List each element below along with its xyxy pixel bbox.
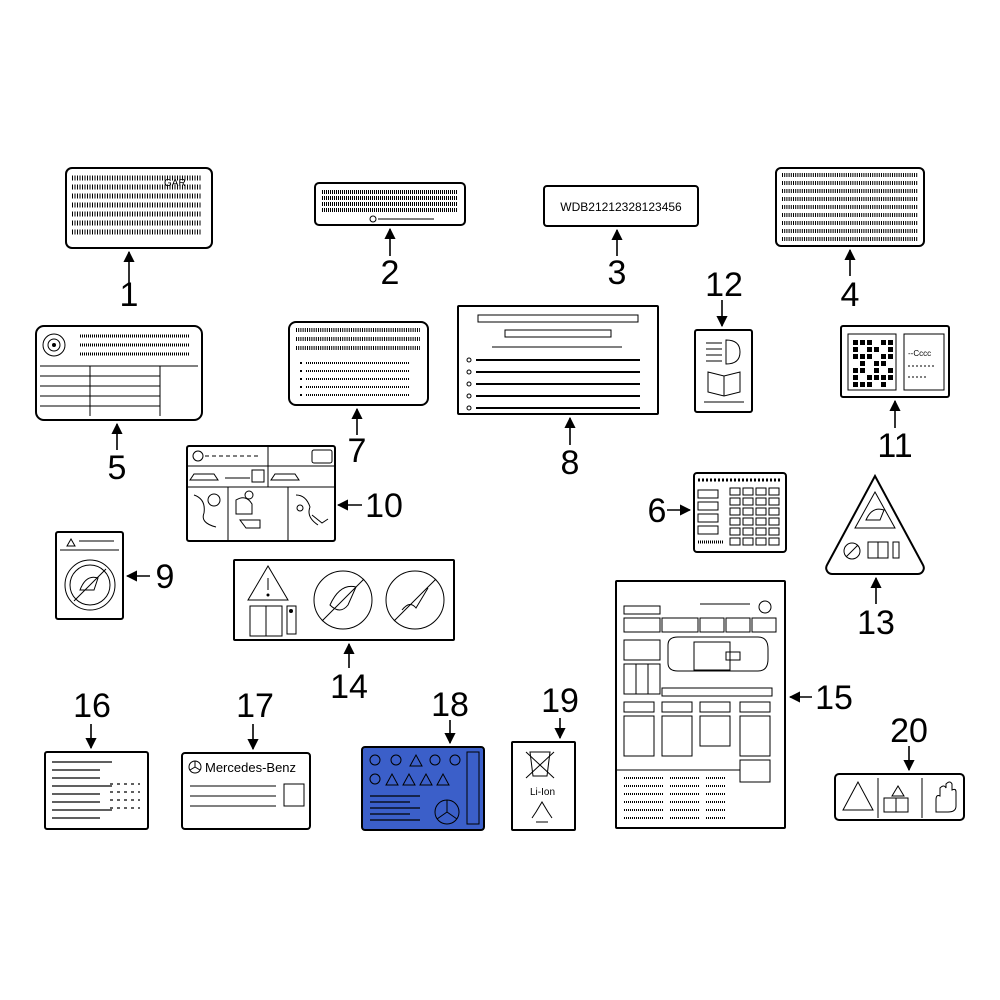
label-13-warning-triangle[interactable] [825, 473, 925, 575]
callout-4: 4 [841, 276, 860, 314]
label-20-warning-read-manual[interactable] [834, 773, 965, 821]
callout-15: 15 [815, 679, 853, 717]
label-10-child-seat[interactable] [186, 445, 336, 542]
callout-2: 2 [381, 254, 400, 292]
label-19-text: Li-Ion [530, 787, 555, 798]
label-1-tire-info[interactable]: GAR [65, 167, 213, 249]
callout-17: 17 [236, 687, 274, 725]
callout-12: 12 [705, 266, 743, 304]
label-15-fuse-chart[interactable] [615, 580, 786, 829]
label-16-info[interactable] [44, 751, 149, 830]
label-18-battery-warning[interactable] [361, 746, 485, 831]
label-3-vin-plate[interactable]: WDB21212328123456 [543, 185, 699, 227]
callout-14: 14 [330, 668, 368, 706]
label-14-child-seat-warning[interactable] [233, 559, 455, 641]
callout-16: 16 [73, 687, 111, 725]
callout-5: 5 [108, 449, 127, 487]
callout-9: 9 [156, 558, 175, 596]
label-11-qr-code[interactable]: --Cccc [840, 325, 950, 398]
callout-3: 3 [608, 254, 627, 292]
label-7-fluid-info[interactable] [288, 321, 429, 406]
label-19-li-ion-recycle[interactable]: Li-Ion [511, 741, 576, 831]
callout-7: 7 [348, 432, 367, 470]
callout-13: 13 [857, 604, 895, 642]
label-2-emission-info[interactable] [314, 182, 466, 226]
callout-6: 6 [648, 492, 667, 530]
callout-11: 11 [877, 427, 912, 465]
label-6-tire-chart[interactable] [693, 472, 787, 553]
label-2-circle [369, 215, 377, 223]
label-11-code: --Cccc [908, 349, 931, 358]
vin-number: WDB21212328123456 [560, 200, 682, 214]
label-1-code: GAR [164, 178, 186, 189]
callout-18: 18 [431, 686, 469, 724]
label-9-airbag-warning[interactable] [55, 531, 124, 620]
label-4-certification[interactable] [775, 167, 925, 247]
label-12-headlamp[interactable] [694, 329, 753, 413]
brand-name: Mercedes-Benz [205, 760, 296, 775]
callout-8: 8 [561, 444, 580, 482]
label-8-maintenance[interactable] [457, 305, 659, 415]
callout-1: 1 [120, 276, 139, 314]
label-5-tire-pressure[interactable] [35, 325, 203, 421]
callout-20: 20 [890, 712, 928, 750]
callout-10: 10 [365, 487, 403, 525]
callout-19: 19 [541, 682, 579, 720]
label-17-mercedes-benz[interactable]: Mercedes-Benz [181, 752, 311, 830]
